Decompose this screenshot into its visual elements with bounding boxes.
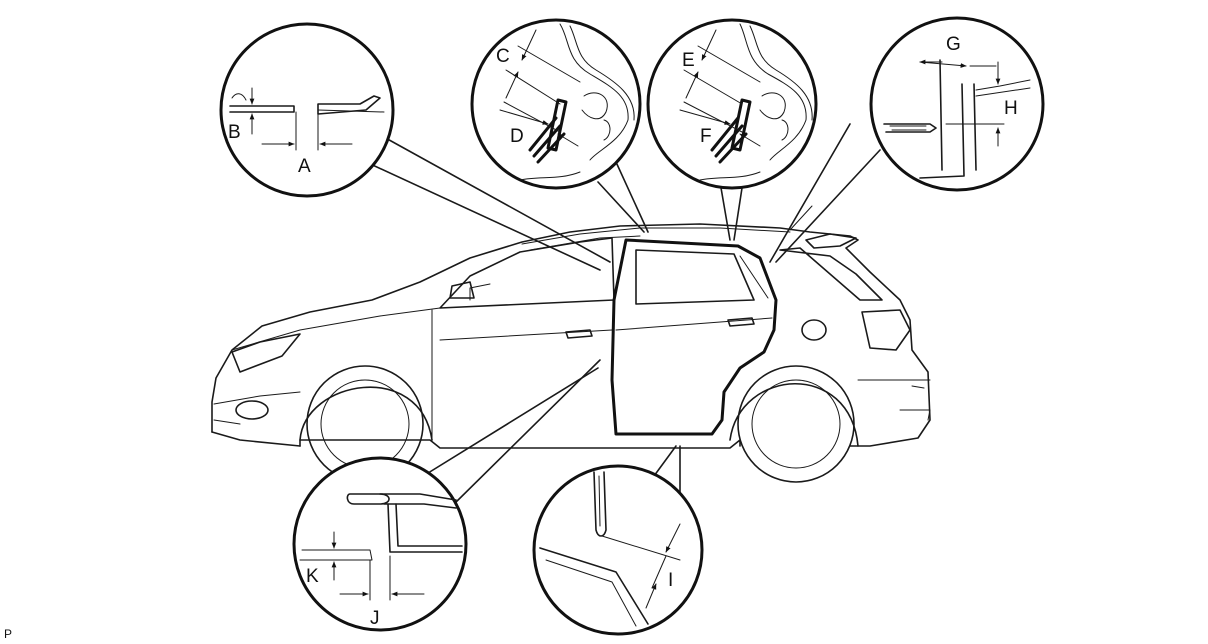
label-d: D	[510, 126, 524, 147]
callout-circle-i: I	[532, 464, 704, 636]
label-i: I	[668, 570, 673, 591]
callout-circle-g-h: G H	[869, 16, 1045, 192]
callout-circle-c-d: C D	[470, 18, 642, 190]
label-h: H	[1004, 98, 1018, 119]
corner-mark: P	[4, 627, 12, 641]
label-e: E	[682, 50, 695, 71]
label-g: G	[946, 34, 961, 55]
label-j: J	[370, 608, 380, 629]
callout-circle-j-k: K J	[292, 456, 468, 632]
label-k: K	[306, 566, 319, 587]
label-c: C	[496, 46, 510, 67]
label-a: A	[298, 156, 311, 177]
callout-circle-e-f: E F	[646, 18, 818, 190]
car-outline	[211, 205, 931, 483]
label-f: F	[700, 126, 712, 147]
label-b: B	[228, 122, 241, 143]
leader-lines	[365, 123, 881, 509]
callout-circle-a-b: B A	[219, 22, 395, 198]
